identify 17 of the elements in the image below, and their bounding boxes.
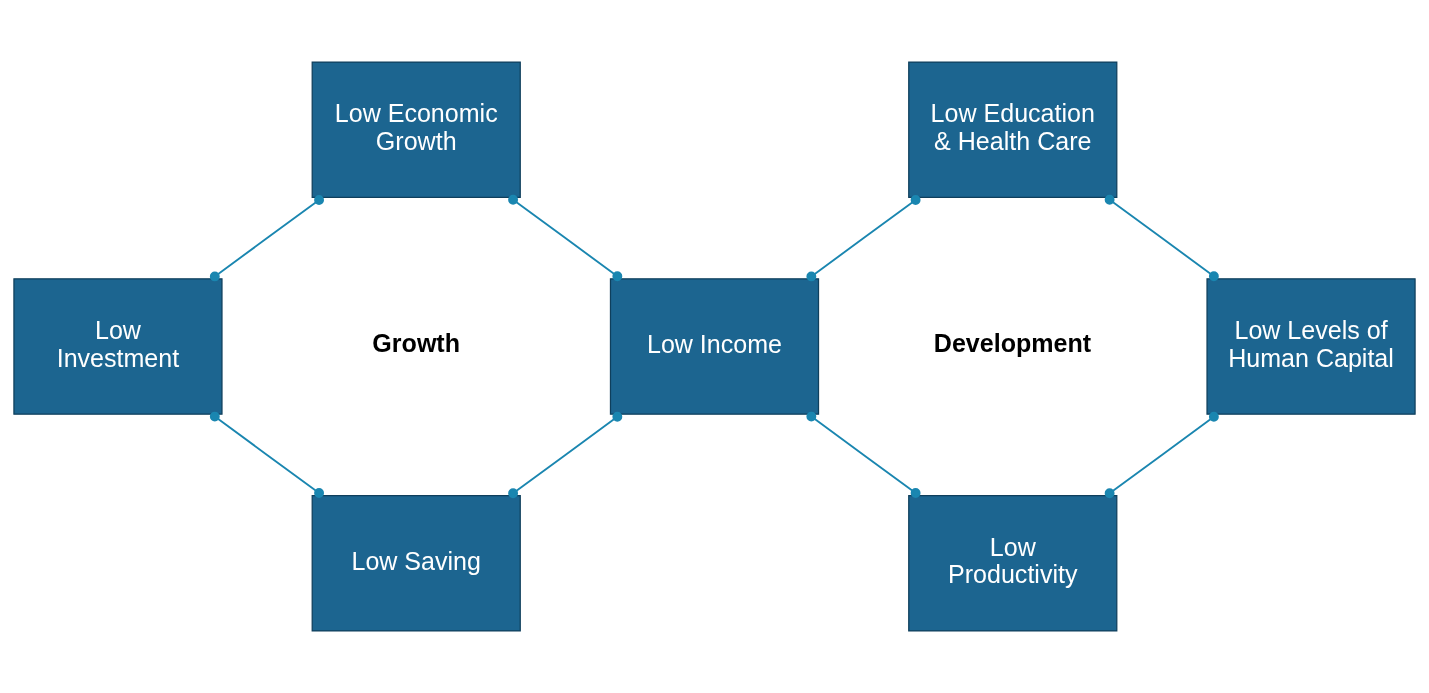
connector bbox=[1104, 411, 1219, 499]
node-box: Low Education & Health Care bbox=[908, 61, 1118, 198]
node-box: Low Saving bbox=[311, 495, 521, 632]
node-box: Low Investment bbox=[13, 278, 223, 415]
connector bbox=[209, 411, 324, 498]
node-box: Low Levels of Human Capital bbox=[1206, 278, 1416, 415]
connector bbox=[806, 195, 921, 282]
connector bbox=[508, 411, 623, 499]
connector bbox=[508, 194, 623, 282]
node-box: Low Productivity bbox=[908, 495, 1118, 632]
node-box: Low Economic Growth bbox=[311, 61, 521, 198]
node-box: Low Income bbox=[609, 278, 820, 415]
label: Development bbox=[933, 328, 1092, 357]
connector bbox=[209, 195, 324, 282]
label: Growth bbox=[372, 328, 461, 357]
connector bbox=[1104, 194, 1219, 282]
connector bbox=[806, 411, 921, 498]
